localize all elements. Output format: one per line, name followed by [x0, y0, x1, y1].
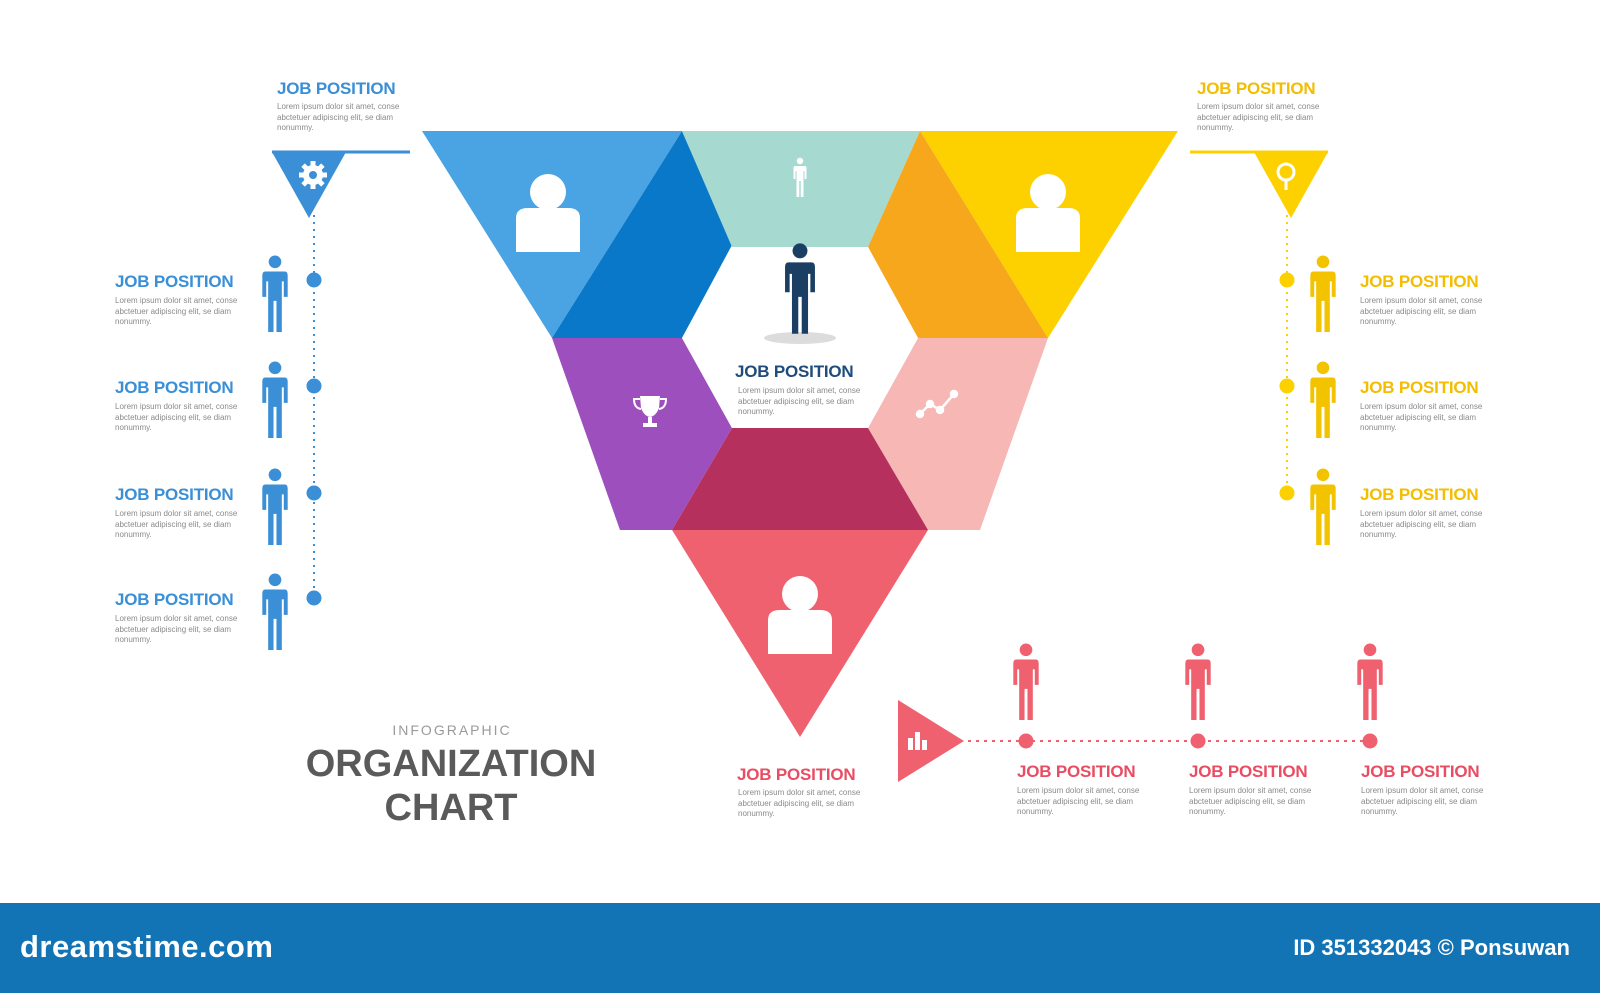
segment-pink — [868, 338, 1048, 530]
right-member-title: JOB POSITION — [1360, 378, 1479, 397]
infographic-label: INFOGRAPHIC — [392, 722, 512, 738]
right-member-person-icon — [1310, 255, 1336, 333]
left-member-person-icon — [262, 468, 288, 546]
left-member-desc: Lorem ipsum dolor sit amet, conse abctet… — [115, 509, 238, 539]
footer-brand: dreamstime.com — [20, 929, 274, 964]
segment-purple — [552, 338, 732, 530]
connector-dot — [1018, 733, 1034, 749]
left-head-triangle — [272, 152, 346, 218]
left-head-desc: Lorem ipsum dolor sit amet, conse abctet… — [277, 102, 400, 132]
right-member-desc: Lorem ipsum dolor sit amet, conse abctet… — [1360, 402, 1483, 432]
right-member-person-icon — [1310, 361, 1336, 439]
right-member-person-icon — [1310, 468, 1336, 546]
left-member-desc: Lorem ipsum dolor sit amet, conse abctet… — [115, 402, 238, 432]
chart-title-line1: ORGANIZATION — [305, 743, 597, 785]
chart-title: ORGANIZATION CHART — [296, 742, 606, 830]
right-member-title: JOB POSITION — [1360, 272, 1479, 291]
connector-dot — [306, 590, 322, 606]
left-member-title: JOB POSITION — [115, 272, 234, 291]
right-head-title: JOB POSITION — [1197, 79, 1316, 98]
bottom-member-title: JOB POSITION — [1017, 762, 1136, 781]
left-member-desc: Lorem ipsum dolor sit amet, conse abctet… — [115, 296, 238, 326]
bottom-head-triangle — [898, 700, 964, 782]
center-desc: Lorem ipsum dolor sit amet, conse abctet… — [738, 386, 861, 416]
chart-title-line2: CHART — [384, 787, 518, 829]
connector-dot — [1279, 378, 1295, 394]
bottom-member-person-icon — [1185, 643, 1211, 721]
connector-dot — [306, 378, 322, 394]
right-head-triangle — [1254, 152, 1328, 218]
bottom-member-desc: Lorem ipsum dolor sit amet, conse abctet… — [1361, 786, 1484, 816]
bottom-node-title: JOB POSITION — [737, 765, 856, 784]
segment-crimson — [672, 428, 928, 530]
watermark-footer: dreamstime.com ID 351332043 © Ponsuwan — [0, 903, 1600, 993]
left-member-person-icon — [262, 361, 288, 439]
bar-chart-icon — [908, 732, 927, 750]
left-head-title: JOB POSITION — [277, 79, 396, 98]
bottom-member-person-icon — [1013, 643, 1039, 721]
connector-dot — [306, 485, 322, 501]
segment-orange — [868, 131, 1048, 338]
footer-credit: ID 351332043 © Ponsuwan — [1293, 935, 1570, 960]
trend-line-icon — [915, 389, 959, 419]
right-member-desc: Lorem ipsum dolor sit amet, conse abctet… — [1360, 509, 1483, 539]
connector-dot — [1190, 733, 1206, 749]
center-shadow — [764, 332, 836, 344]
bottom-member-title: JOB POSITION — [1189, 762, 1308, 781]
left-member-desc: Lorem ipsum dolor sit amet, conse abctet… — [115, 614, 238, 644]
connector-dot — [1362, 733, 1378, 749]
bottom-member-title: JOB POSITION — [1361, 762, 1480, 781]
connector-dot — [1279, 272, 1295, 288]
bottom-member-person-icon — [1357, 643, 1383, 721]
bottom-member-desc: Lorem ipsum dolor sit amet, conse abctet… — [1017, 786, 1140, 816]
trophy-icon — [632, 396, 668, 427]
left-member-title: JOB POSITION — [115, 485, 234, 504]
center-title: JOB POSITION — [735, 362, 854, 381]
segment-blue-dark — [552, 131, 732, 338]
bottom-member-desc: Lorem ipsum dolor sit amet, conse abctet… — [1189, 786, 1312, 816]
gear-icon — [299, 161, 327, 189]
search-icon — [1276, 162, 1296, 190]
right-head-desc: Lorem ipsum dolor sit amet, conse abctet… — [1197, 102, 1320, 132]
connector-dot — [1279, 485, 1295, 501]
right-member-desc: Lorem ipsum dolor sit amet, conse abctet… — [1360, 296, 1483, 326]
left-member-title: JOB POSITION — [115, 378, 234, 397]
left-member-title: JOB POSITION — [115, 590, 234, 609]
left-member-person-icon — [262, 573, 288, 651]
bottom-node-desc: Lorem ipsum dolor sit amet, conse abctet… — [738, 788, 861, 818]
right-member-title: JOB POSITION — [1360, 485, 1479, 504]
connector-dot — [306, 272, 322, 288]
left-member-person-icon — [262, 255, 288, 333]
